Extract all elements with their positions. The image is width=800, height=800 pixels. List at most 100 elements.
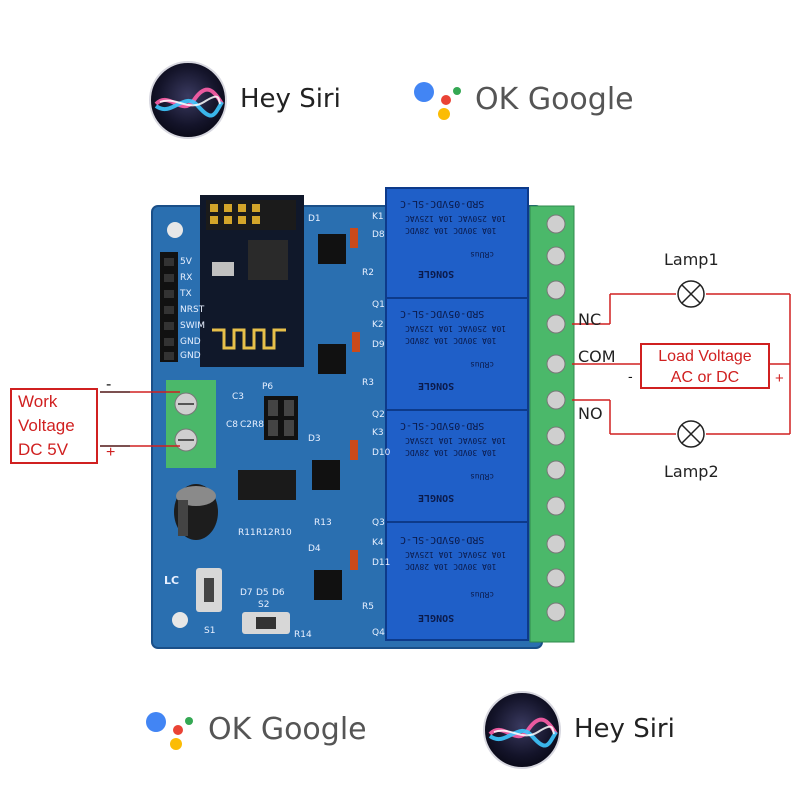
diode (350, 440, 358, 460)
label-c2: C2 (240, 420, 253, 430)
label-q2: Q2 (372, 410, 385, 420)
terminal-nc-label: NC (578, 310, 602, 329)
relay-4-spec1: 10A 250VAC 10A 125VAC (405, 550, 507, 559)
lamp1-label: Lamp1 (664, 250, 719, 269)
pin-header (160, 252, 178, 362)
label-d4: D4 (308, 544, 321, 554)
pin-label-gnd-2: GND (180, 351, 201, 361)
lamp2-symbol (677, 420, 705, 448)
optocoupler (314, 570, 342, 600)
relay-2-spec2: 10A 30VDC 10A 28VDC (405, 336, 497, 345)
siri-label-bottom: Hey Siri (574, 714, 675, 744)
optocoupler (318, 234, 346, 264)
relay-3 (385, 409, 529, 523)
lamp2-label: Lamp2 (664, 462, 719, 481)
siri-label-top: Hey Siri (240, 84, 341, 114)
label-p6: P6 (262, 382, 274, 392)
work-voltage-box: Work Voltage DC 5V (10, 388, 98, 464)
relay-3-spec1: 10A 250VAC 10A 125VAC (405, 436, 507, 445)
google-assistant-logo-top (410, 78, 466, 126)
work-voltage-minus: - (106, 376, 112, 393)
label-s1: S1 (204, 626, 216, 636)
siri-logo-top (148, 60, 228, 140)
google-label-top: OK Google (475, 82, 634, 117)
diode (350, 228, 358, 248)
label-d8: D8 (372, 230, 385, 240)
pcb-antenna (212, 328, 286, 350)
terminal-no-label: NO (578, 404, 603, 423)
relay-3-cert: cRUus (470, 472, 495, 481)
jumper-p6 (264, 396, 298, 440)
label-q4: Q4 (372, 628, 385, 638)
relay-4-cert: cRUus (470, 590, 495, 599)
label-lc: LC (164, 574, 180, 587)
relay-1 (385, 187, 529, 299)
label-r10: R10 (274, 528, 292, 538)
lamp1-symbol (677, 280, 705, 308)
relay-1-model: SRD-05VDC-SL-C (400, 198, 485, 209)
electrolytic-capacitor (174, 484, 218, 540)
mcu-chip (238, 470, 296, 500)
siri-icon (149, 61, 227, 139)
load-voltage-line1: Load Voltage (658, 348, 752, 365)
label-s2: S2 (258, 600, 270, 610)
label-d7: D7 (240, 588, 253, 598)
google-assistant-icon (414, 82, 461, 120)
load-voltage-minus: - (628, 368, 633, 384)
label-r13: R13 (314, 518, 332, 528)
label-d3: D3 (308, 434, 321, 444)
relay-1-spec1: 10A 250VAC 10A 125VAC (405, 214, 507, 223)
pin-label-swim: SWIM (180, 321, 206, 331)
output-terminal-block (529, 205, 575, 643)
work-voltage-plus: + (106, 444, 116, 461)
label-r14: R14 (294, 630, 312, 640)
relay-3-spec2: 10A 30VDC 10A 28VDC (405, 448, 497, 457)
label-d6: D6 (272, 588, 285, 598)
pin-label-rx: RX (180, 273, 193, 283)
google-assistant-logo-bottom (142, 708, 198, 756)
load-voltage-plus: + (775, 370, 784, 387)
relay-3-model: SRD-05VDC-SL-C (400, 420, 485, 431)
terminal-com-label: COM (578, 347, 616, 366)
relay-2-spec1: 10A 250VAC 10A 125VAC (405, 324, 507, 333)
label-k4: K4 (372, 538, 384, 548)
pin-label-gnd: GND (180, 337, 201, 347)
label-d1: D1 (308, 214, 321, 224)
relay-3-brand: SONGLE (418, 492, 455, 503)
label-d11: D11 (372, 558, 391, 568)
siri-logo-bottom (482, 690, 562, 770)
power-terminal (166, 380, 216, 468)
relay-2-brand: SONGLE (418, 380, 455, 391)
optocoupler (318, 344, 346, 374)
label-d9: D9 (372, 340, 385, 350)
mounting-hole (167, 222, 183, 238)
label-d10: D10 (372, 448, 391, 458)
pin-label-tx: TX (180, 289, 192, 299)
relay-4-model: SRD-05VDC-SL-C (400, 534, 485, 545)
work-voltage-line3: DC 5V (18, 440, 69, 459)
relay-1-spec2: 10A 30VDC 10A 28VDC (405, 226, 497, 235)
relay-1-brand: SONGLE (418, 268, 455, 279)
diode (352, 332, 360, 352)
label-r8: R8 (252, 420, 264, 430)
pin-label-nrst: NRST (180, 305, 205, 315)
label-r3: R3 (362, 378, 374, 388)
relay-4-spec2: 10A 30VDC 10A 28VDC (405, 562, 497, 571)
label-k2: K2 (372, 320, 384, 330)
label-r5: R5 (362, 602, 374, 612)
siri-icon (483, 691, 561, 769)
optocoupler (312, 460, 340, 490)
relay-2-model: SRD-05VDC-SL-C (400, 308, 485, 319)
load-voltage-line2: AC or DC (670, 369, 740, 386)
label-k1: K1 (372, 212, 384, 222)
label-q3: Q3 (372, 518, 385, 528)
diode (350, 550, 358, 570)
google-label-bottom: OK Google (208, 712, 367, 747)
esp01-module (200, 195, 304, 367)
relay-4-brand: SONGLE (418, 612, 455, 623)
wiring (100, 293, 791, 447)
load-voltage-box: Load Voltage AC or DC (640, 343, 770, 389)
relay-4 (385, 521, 529, 641)
label-d5: D5 (256, 588, 269, 598)
